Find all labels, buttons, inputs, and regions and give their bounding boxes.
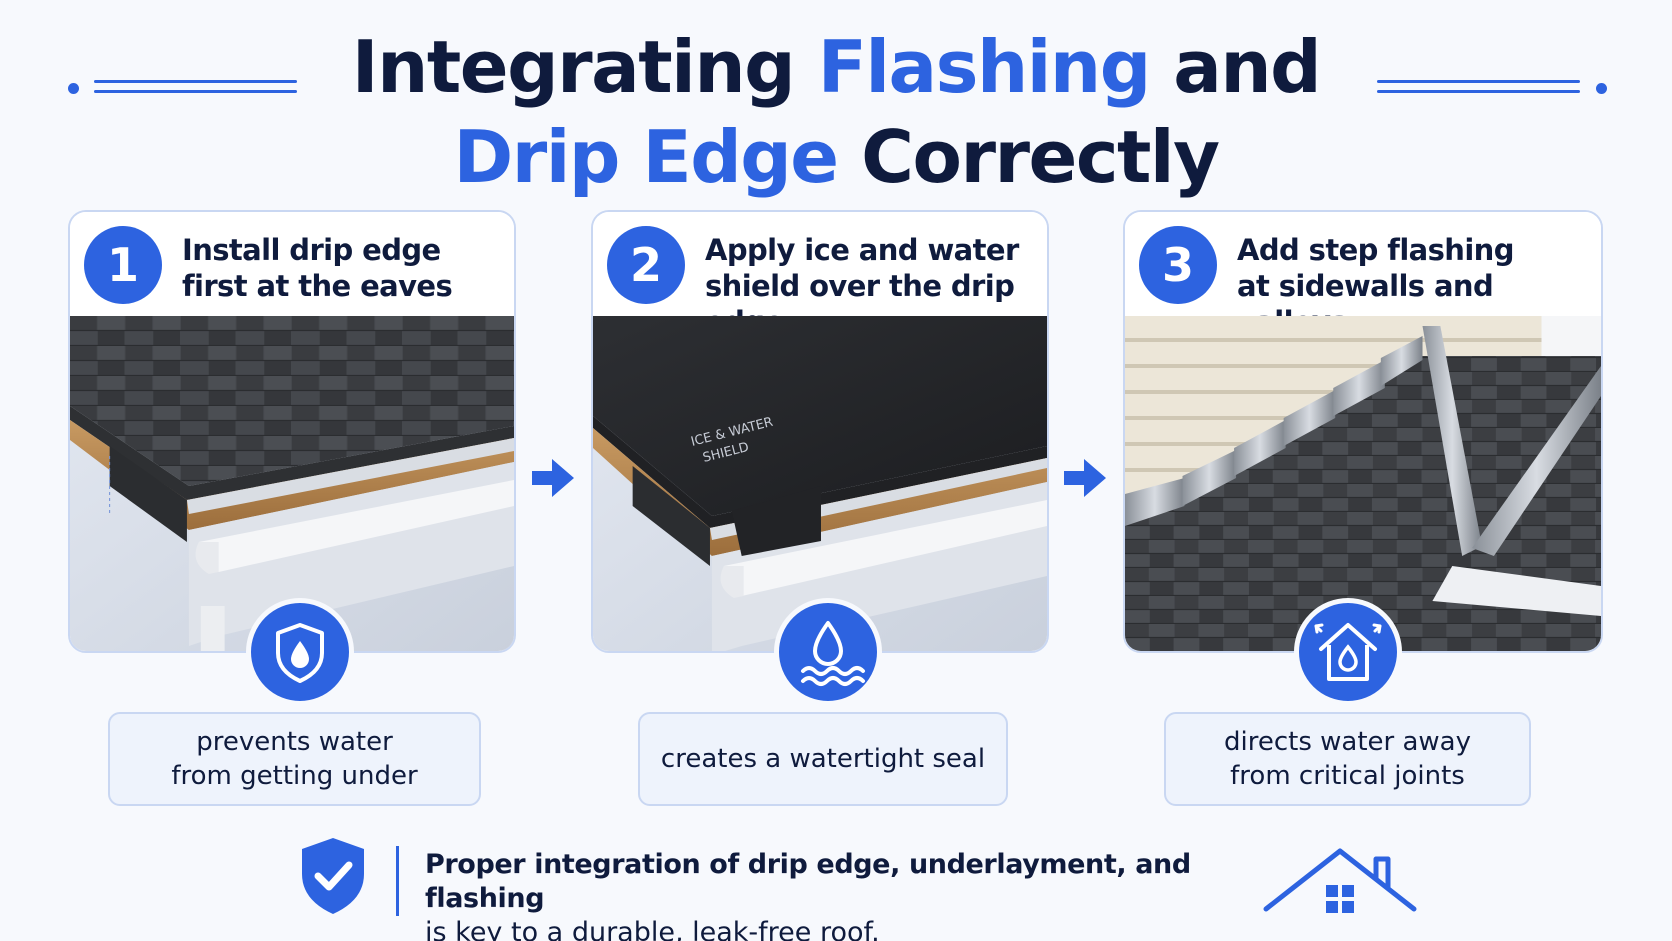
title-text: Integrating [351,25,818,109]
step-number-badge: 1 [84,226,162,304]
step-title-line: first at the eaves [182,269,453,303]
drip-edge-illustration [70,316,514,651]
caption-line: prevents water [196,727,393,757]
title-accent-text: Flashing [817,25,1152,109]
title-decoration-left [68,78,298,98]
shield-drop-icon [246,598,354,706]
step-card-1: 1 Install drip edge first at the eaves [68,210,516,653]
step-number-badge: 2 [607,226,685,304]
step-title-line: Add step flashing [1237,233,1514,267]
footer-summary: Proper integration of drip edge, underla… [425,848,1225,941]
step-card-header: 3 Add step flashing at sidewalls and val… [1125,212,1601,339]
shield-check-icon [302,838,364,914]
footer-divider [396,846,399,916]
step-flashing-illustration [1125,316,1601,651]
caption-line: creates a watertight seal [660,744,986,774]
arrow-right-icon [532,459,574,497]
title-text: and [1149,25,1321,109]
ice-water-shield-illustration: ICE & WATER SHIELD [593,316,1047,651]
step-card-header: 1 Install drip edge first at the eaves [70,212,514,316]
step-title-line: Apply ice and water [705,233,1019,267]
caption-line: from getting under [171,761,418,791]
step-number-badge: 3 [1139,226,1217,304]
step-card-2: 2 Apply ice and water shield over the dr… [591,210,1049,653]
footer-summary-regular: is key to a durable, leak-free roof. [425,917,880,941]
water-drop-waves-icon [774,598,882,706]
step-title: Install drip edge first at the eaves [182,232,504,304]
title-decoration-right [1377,78,1607,98]
caption-line: from critical joints [1230,761,1465,791]
caption-line: directs water away [1224,727,1471,757]
title-accent-text: Drip Edge [453,115,839,199]
step-title-line: Install drip edge [182,233,441,267]
title-line-2: Drip Edge Correctly [0,112,1672,202]
title-text: Correctly [837,115,1220,199]
benefit-caption-2: creates a watertight seal [638,712,1008,806]
title-line-1: Integrating Flashing and [0,22,1672,112]
step-card-header: 2 Apply ice and water shield over the dr… [593,212,1047,339]
house-drop-icon [1294,598,1402,706]
page-title: Integrating Flashing and Drip Edge Corre… [0,22,1672,202]
step-card-3: 3 Add step flashing at sidewalls and val… [1123,210,1603,653]
benefit-caption-3: directs water away from critical joints [1164,712,1531,806]
benefit-caption-1: prevents water from getting under [108,712,481,806]
house-logo-icon [1263,848,1417,913]
footer-summary-bold: Proper integration of drip edge, underla… [425,849,1191,914]
arrow-right-icon [1064,459,1106,497]
